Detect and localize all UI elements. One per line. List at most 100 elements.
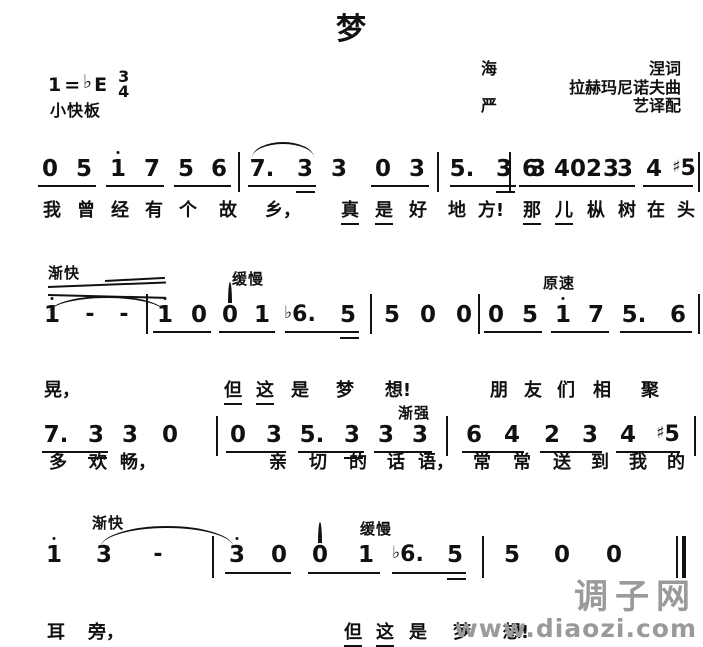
beam <box>38 185 96 187</box>
lyric-row-1: 我 曾 经 有 个 故 乡， 真 是 好 地 方! <box>0 196 703 225</box>
note: 3 <box>411 422 429 448</box>
beam <box>298 451 364 453</box>
lyric-row-4: 耳 旁， 但 这 是 梦 想! <box>0 618 703 647</box>
music-system-1: 0 5 1 7 5 6 7. 3 3 0 3 5. 3 3 <box>0 142 703 225</box>
barline <box>698 152 700 192</box>
note: 0 <box>270 542 288 568</box>
note-row-4: 1 3 - 3 0 0 1 缓慢 ♭6. 5 5 0 0 <box>0 512 703 580</box>
lyric-syllable: 但 <box>344 618 362 647</box>
note-dash: - <box>85 302 95 327</box>
lyric-syllable: 聚 <box>641 380 659 401</box>
fermata-icon <box>318 522 322 543</box>
credit-lyricist: 海 涅词 <box>481 59 681 79</box>
note: 3 <box>330 156 348 182</box>
note: 0 <box>41 156 59 182</box>
expression-accelerando: 渐快 <box>48 264 81 282</box>
note: 4 <box>645 156 663 182</box>
note: ♭6. <box>284 302 316 327</box>
note: ♯5 <box>672 156 696 181</box>
note-digit: 3 <box>228 542 246 568</box>
note: 3 <box>87 422 105 448</box>
beam-sub <box>447 578 466 580</box>
lyric-syllable: 有 <box>145 200 163 221</box>
lyric-syllable: 真 <box>341 196 359 225</box>
lyric-syllable: 亲 <box>269 452 287 473</box>
lyric-row-3: 多 欢 畅， 亲 切 的 话 语， 常 常 送 到 我 的 <box>0 448 703 474</box>
note: 1 <box>357 542 375 568</box>
lyric-syllable: 们 <box>557 380 575 401</box>
slur <box>100 526 234 548</box>
note-digit: 1 <box>109 156 127 182</box>
octave-dot-up <box>235 537 239 540</box>
note-row-3: 7. 3 3 0 0 3 5. 3 3 3 渐强 6 4 2 3 4 <box>0 404 703 459</box>
beam <box>551 331 609 333</box>
note: 0 <box>487 302 505 328</box>
note: 3 <box>228 537 246 568</box>
barline <box>437 152 439 192</box>
expression-crescendo: 渐强 <box>398 404 431 422</box>
barline <box>698 294 700 334</box>
credit-translator-role: 艺译配 <box>632 96 681 116</box>
lyric-syllable: 欢 <box>89 452 107 473</box>
note: 7 <box>143 156 161 182</box>
lyric-syllable: 我 <box>43 200 61 221</box>
flat-icon: ♭ <box>83 70 93 93</box>
lyric-syllable: 我 <box>629 452 647 473</box>
lyric-syllable: 方! <box>477 200 505 221</box>
lyric-syllable: 的 <box>667 452 685 473</box>
beam <box>374 451 432 453</box>
note: ♭6. <box>392 542 424 567</box>
octave-dot-up <box>561 297 565 300</box>
lyric-syllable: 想! <box>384 380 412 401</box>
note: 3 <box>377 422 395 448</box>
expression-slowly: 缓慢 <box>360 520 393 538</box>
lyric-syllable: 常 <box>513 452 531 473</box>
beam <box>248 185 316 187</box>
music-system-1b: 6 4 2 3 4 ♯5 那 儿 枞 树 在 头 <box>0 152 703 225</box>
note: 0 <box>455 302 473 328</box>
note: 0 <box>569 156 587 182</box>
note: 2 <box>543 422 561 448</box>
note: 0 <box>221 302 239 328</box>
note-digit: 1 <box>554 302 572 328</box>
time-signature: 3 4 <box>118 69 129 99</box>
note: 5. <box>449 156 475 182</box>
expression-a-tempo: 原速 <box>543 274 576 292</box>
note: 5 <box>383 302 401 328</box>
credit-lyricist-role: 涅词 <box>648 59 681 78</box>
note: 1 <box>44 297 60 327</box>
beam-sub <box>340 337 359 339</box>
barline <box>216 416 218 456</box>
lyric-syllable: 地 <box>448 200 466 221</box>
note: 5. <box>621 302 647 328</box>
credits-block: 海 涅词 拉赫玛尼诺夫曲 严 艺译配 <box>481 59 681 116</box>
beam <box>308 572 380 574</box>
note: ♯5 <box>656 422 680 447</box>
page-title: 梦 <box>336 12 367 47</box>
barline <box>482 536 484 578</box>
barline <box>238 152 240 192</box>
note: 7. <box>43 422 69 448</box>
note: 0 <box>553 542 571 568</box>
beam <box>226 451 286 453</box>
note: 6 <box>210 156 228 182</box>
lyric-row-2: 晃， 但 这 是 梦 想! 朋 友 们 相 聚 <box>0 376 703 405</box>
beam <box>153 331 211 333</box>
note: 6 <box>465 422 483 448</box>
note: 7 <box>587 302 605 328</box>
note-dash: - <box>153 542 163 567</box>
lyric-syllable: 曾 <box>77 200 95 221</box>
lyric-syllable: 耳 <box>47 622 65 643</box>
lyric-syllable: 是 <box>409 622 427 643</box>
lyric-syllable: 旁， <box>88 622 124 643</box>
flat-icon: ♭ <box>392 543 401 563</box>
lyric-syllable: 语， <box>418 452 454 473</box>
note: 5 <box>177 156 195 182</box>
note: 3 <box>408 156 426 182</box>
slur <box>48 296 166 314</box>
lyric-syllable: 是 <box>375 196 393 225</box>
beam <box>174 185 231 187</box>
beam <box>450 185 516 187</box>
lyric-syllable: 切 <box>309 452 327 473</box>
